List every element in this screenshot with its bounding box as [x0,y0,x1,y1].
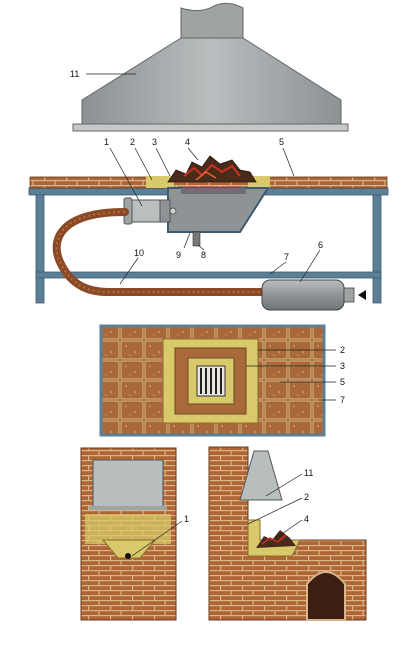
masonry-front: 1 [80,447,189,621]
label-air-hose: 10 [134,248,144,258]
label-blower-pipe: 1 [104,137,109,147]
masonry-side: 11 2 4 [208,446,367,621]
plan-label-grate-ring: 3 [340,361,345,371]
coals [167,155,257,183]
plan-label-lining: 2 [340,345,345,355]
plan-label-frame: 7 [340,395,345,405]
ash-valve [192,231,201,247]
plan-label-table-top: 5 [340,377,345,387]
label-lining: 2 [130,137,135,147]
label-tuyere-box: 8 [201,250,206,260]
label-fan: 6 [318,240,323,250]
forge-table: 1 2 3 4 5 6 7 8 9 10 [28,137,389,311]
front-label-inlet: 1 [184,514,189,524]
tuyere-box [167,187,270,233]
lining [146,176,174,188]
label-coals: 4 [185,137,190,147]
fan [261,279,366,311]
label-hood: 11 [70,69,79,79]
label-frame-bar: 7 [284,252,289,262]
plan-view: 2 3 5 7 [99,324,345,437]
label-table-top: 5 [279,137,284,147]
side-label-hood: 11 [304,468,313,478]
hood: 11 [70,2,349,132]
blower-pipe [123,197,177,225]
side-label-lining: 2 [304,492,309,502]
label-ash-valve: 9 [176,250,181,260]
side-label-coals: 4 [304,514,309,524]
label-grate-ring: 3 [152,137,157,147]
